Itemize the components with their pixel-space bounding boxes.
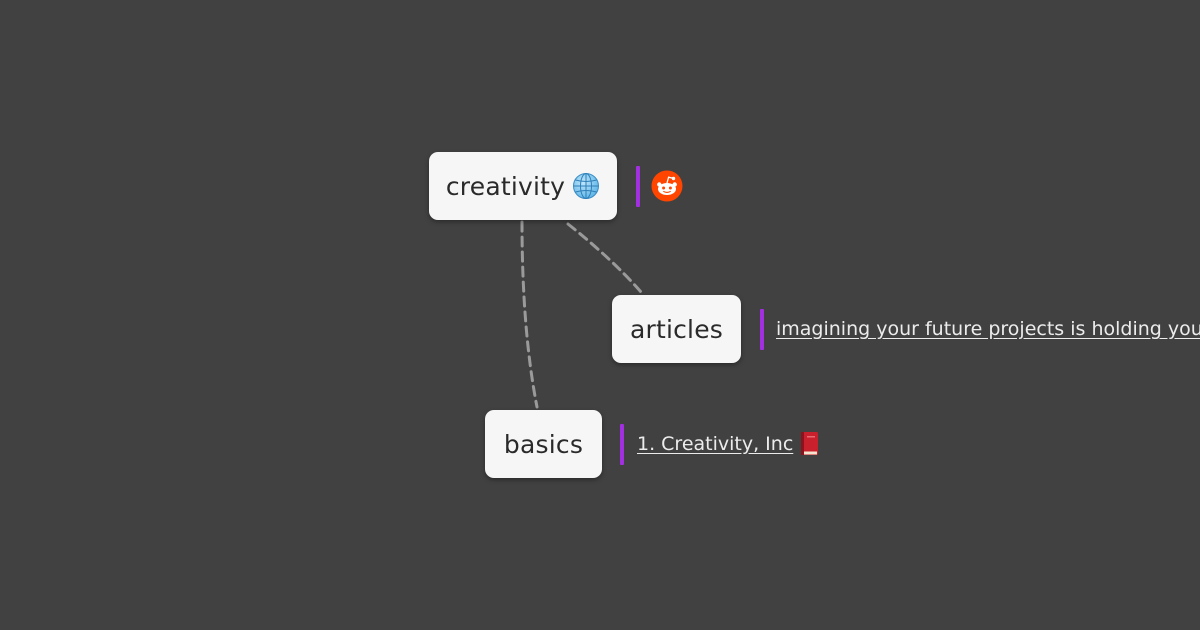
node-articles-label: articles — [629, 314, 724, 344]
reddit-icon[interactable] — [651, 170, 683, 202]
articles-link-text: imagining your future projects is holdin… — [776, 318, 1200, 340]
root-attachment-bar — [636, 166, 640, 207]
basics-link-text: 1. Creativity, Inc — [637, 433, 794, 455]
book-icon — [801, 432, 819, 455]
node-basics[interactable]: basics — [485, 410, 602, 478]
node-creativity-label: creativity — [445, 171, 566, 201]
globe-icon — [573, 173, 600, 199]
edge-creativity-articles — [566, 222, 643, 294]
node-articles[interactable]: articles — [612, 295, 741, 363]
articles-attachment-bar — [760, 309, 764, 350]
articles-link[interactable]: imagining your future projects is holdin… — [776, 318, 1200, 340]
edge-creativity-basics — [520, 220, 539, 409]
basics-link[interactable]: 1. Creativity, Inc — [637, 431, 821, 457]
basics-attachment-bar — [620, 424, 624, 465]
node-basics-label: basics — [503, 429, 584, 459]
node-creativity[interactable]: creativity — [429, 152, 617, 220]
